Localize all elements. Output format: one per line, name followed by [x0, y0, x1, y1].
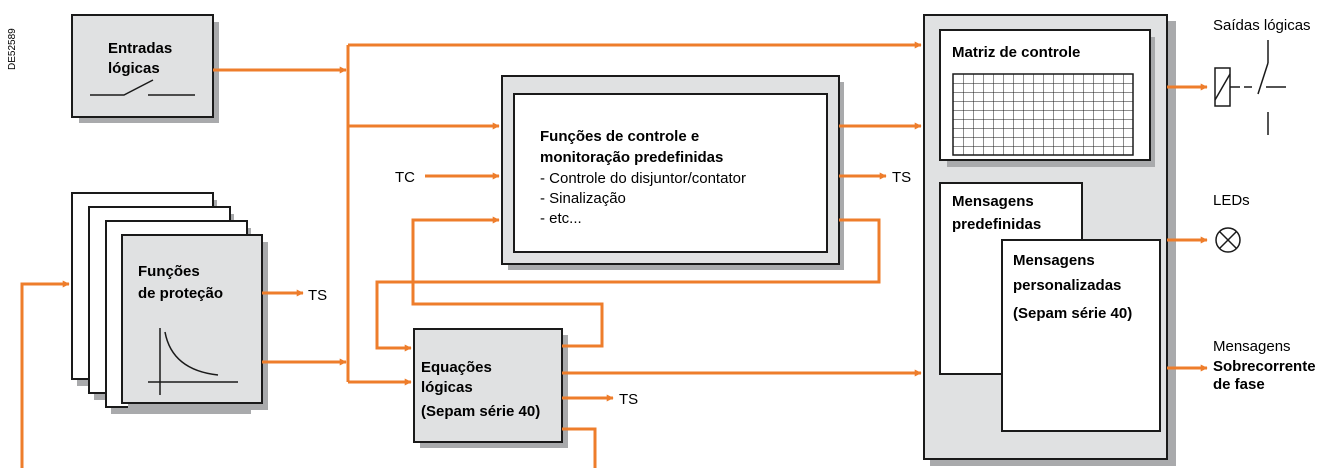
predefined-item-3: - etc... [540, 210, 582, 227]
predefined-messages-label-1: Mensagens [952, 193, 1034, 210]
equations-label-2: lógicas [421, 379, 473, 396]
logic-equations-block: Equações lógicas (Sepam série 40) [413, 328, 568, 448]
logic-inputs-block: Entradas lógicas [71, 14, 219, 123]
equations-label-3: (Sepam série 40) [421, 403, 540, 420]
custom-messages-block: Mensagens personalizadas (Sepam série 40… [1001, 239, 1161, 432]
predefined-item-1: - Controle do disjuntor/contator [540, 170, 746, 187]
control-matrix-block: Matriz de controle [939, 29, 1155, 167]
predefined-functions-block: Funções de controle e monitoração predef… [501, 75, 844, 270]
predefined-item-2: - Sinalização [540, 190, 626, 207]
protection-label-1: Funções [138, 263, 200, 280]
control-matrix-grid [952, 73, 1134, 156]
predefined-title-1: Funções de controle e [540, 128, 699, 145]
connectors [20, 41, 1208, 468]
logic-inputs-label-2: lógicas [108, 60, 160, 77]
equations-ts-label: TS [619, 391, 638, 408]
equations-label-1: Equações [421, 359, 492, 376]
custom-messages-label-1: Mensagens [1013, 252, 1095, 269]
logic-inputs-label-1: Entradas [108, 40, 172, 57]
relay-contact-icon [1214, 40, 1286, 135]
custom-messages-label-2: personalizadas [1013, 277, 1121, 294]
tc-label: TC [395, 169, 415, 186]
output-panel: Matriz de controle Mensagens predefinida… [923, 14, 1176, 466]
predefined-messages-label-2: predefinidas [952, 216, 1041, 233]
figure-code: DE52589 [7, 28, 18, 70]
messages-label-2: Sobrecorrente [1213, 358, 1316, 375]
switch-contact-icon [90, 79, 195, 96]
led-lamp-icon [1215, 227, 1241, 253]
predefined-title-2: monitoração predefinidas [540, 149, 723, 166]
leds-label: LEDs [1213, 192, 1250, 209]
logic-outputs-label: Saídas lógicas [1213, 17, 1311, 34]
protection-ts-label: TS [308, 287, 327, 304]
custom-messages-label-3: (Sepam série 40) [1013, 305, 1132, 322]
messages-label-3: de fase [1213, 376, 1265, 393]
protection-functions-block: Funções de proteção [71, 192, 268, 414]
predefined-ts-label: TS [892, 169, 911, 186]
control-matrix-title: Matriz de controle [952, 44, 1080, 61]
messages-label-1: Mensagens [1213, 338, 1291, 355]
protection-label-2: de proteção [138, 285, 223, 302]
inverse-time-curve-icon [148, 328, 238, 395]
